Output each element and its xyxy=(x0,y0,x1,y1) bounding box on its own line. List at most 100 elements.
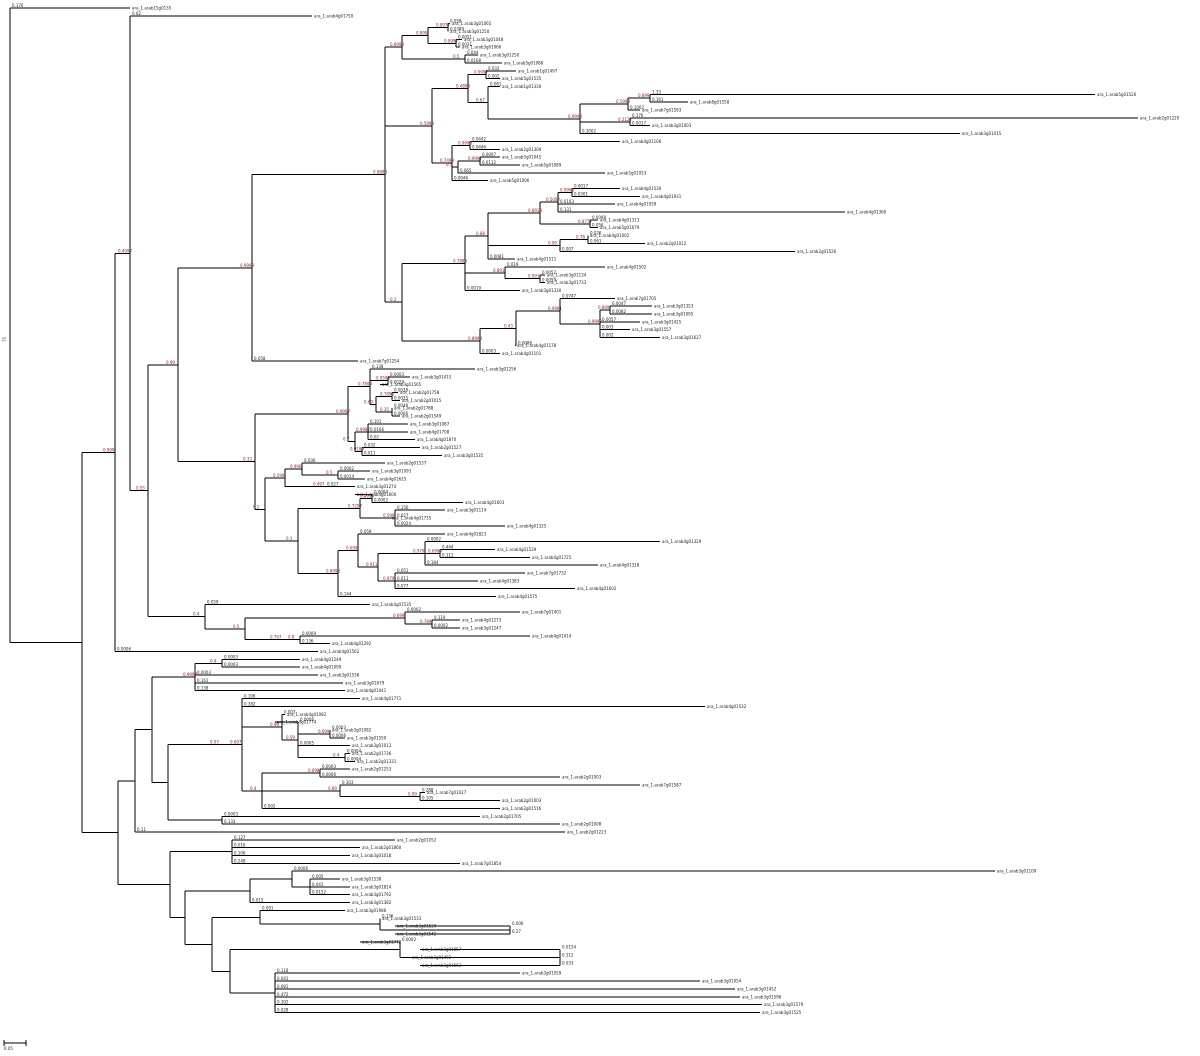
branch-length-label: 0.0003 xyxy=(197,670,211,675)
branch-length-label: 0.0057 xyxy=(602,317,616,322)
leaf-label: ara_1.arab3g01425 xyxy=(642,319,682,324)
leaf-label: ara_1.arab3g01015 xyxy=(962,131,1002,136)
branch-length-label: 0.041 xyxy=(312,882,324,887)
branch-length-label: 0.0059 xyxy=(542,278,556,283)
branch-length-label: 0.0003 xyxy=(224,811,238,816)
leaf-label: ara_1.arab3g01415 xyxy=(412,374,452,379)
branch-length-label: 0.0004 xyxy=(374,490,388,495)
leaf-label: ara_1.arab3g01093 xyxy=(372,469,412,474)
branch-length-label: 0.119 xyxy=(434,615,446,620)
leaf-label: ara_1.arab3g01557 xyxy=(632,327,672,332)
branch-length-label: 0.161 xyxy=(197,678,209,683)
branch-length-label: 0.3002 xyxy=(582,129,596,134)
support-value: 0.9993 xyxy=(360,494,374,499)
branch-length-label: 0.002 xyxy=(264,803,276,808)
leaf-label: ara_1.arab3g01095 xyxy=(654,312,694,317)
leaf-label: ara_1.arab2g01052 xyxy=(397,837,437,842)
leaf-label: ara_1.arab5g01535 xyxy=(502,76,542,81)
leaf-label: ara_1.arab2g01758 xyxy=(400,390,440,395)
leaf-label: ara_1.arab3g01114 xyxy=(447,508,487,513)
support-value: 0.4 xyxy=(210,658,217,663)
leaf-label: ara_1.arab7g01587 xyxy=(642,782,682,787)
support-value: 0.8977 xyxy=(436,23,450,28)
leaf-label: ara_1.arab1g01330 xyxy=(502,84,542,89)
support-value: 0.8999 xyxy=(390,42,404,47)
leaf-label: ara_1.arab4g01414 xyxy=(532,633,572,638)
branch-length-label: 0.011 xyxy=(364,450,376,455)
tree-branches xyxy=(9,7,1138,1013)
branch-length-label: 0.0019 xyxy=(467,286,481,291)
support-value: 0.55 xyxy=(136,486,145,491)
support-value: 0.8999 xyxy=(468,336,482,341)
support-value: 0.5 xyxy=(446,162,453,167)
support-value: 0.2 xyxy=(253,504,260,509)
branch-length-label: 0.0446 xyxy=(472,144,486,149)
leaf-label: ara_1.arab4g01249 xyxy=(302,657,342,662)
leaf-label: ara_1.arab2g01549 xyxy=(402,414,442,419)
branch-length-label: 0.248 xyxy=(234,858,246,863)
support-value: 0.797 xyxy=(270,635,282,640)
support-value: 0.9987 xyxy=(356,427,370,432)
leaf-label: ara_1.arab3g01250 xyxy=(450,29,490,34)
scale-bar-label: 0.05 xyxy=(4,1046,13,1051)
support-value: 0.89 xyxy=(328,786,337,791)
support-value: 0.4997 xyxy=(118,248,132,253)
leaf-label: ara_1.arab4g01562 xyxy=(320,649,360,654)
leaf-label: ara_1.arab4g01600 xyxy=(357,492,397,497)
support-value: 0.7297 xyxy=(348,503,362,508)
leaf-label: ara_1.arab4g01535 xyxy=(372,602,412,607)
branch-length-label: 0.003 xyxy=(602,325,614,330)
branch-length-label: 0.136 xyxy=(302,639,314,644)
leaf-label: ara_1.arab3g01814 xyxy=(352,884,392,889)
leaf-label: ara_1.arab4g01313 xyxy=(600,217,640,222)
branch-length-label: 0.005 xyxy=(312,874,324,879)
support-value: 0.7 xyxy=(343,437,350,442)
leaf-label: ara_1.arab3g01247 xyxy=(462,625,502,630)
leaf-label: ara_1.arab3g01627 xyxy=(662,335,702,340)
support-value: 0.7499 xyxy=(440,158,454,163)
branch-length-label: 0.0152 xyxy=(312,890,326,895)
branch-length-label: 0.106 xyxy=(234,851,246,856)
branch-length-label: 0.0442 xyxy=(472,136,486,141)
leaf-label: ara_1.arab2g01003 xyxy=(562,775,602,780)
branch-length-label: 0.303 xyxy=(342,780,354,785)
branch-length-label: 0.0082 xyxy=(612,309,626,314)
support-value: 0.6999 xyxy=(428,548,442,553)
support-value: 0.9599 xyxy=(376,376,390,381)
branch-length-label: 0.059 xyxy=(360,529,372,534)
branch-length-label: 0.0024 xyxy=(397,521,411,526)
support-value: 0.699 xyxy=(346,545,358,550)
branch-length-label: 0.156 xyxy=(397,505,409,510)
support-value: 0.78 xyxy=(576,235,585,240)
leaf-label: ara_1.arab3g01003 xyxy=(652,123,692,128)
leaf-label: ara_1.arab5g01526 xyxy=(1097,92,1137,97)
branch-length-label: 0.0006 xyxy=(117,647,131,652)
support-value: 0.7888 xyxy=(453,258,467,263)
leaf-label: ara_1.arab4g01106 xyxy=(622,139,662,144)
leaf-label: ara_1.arab2g01860 xyxy=(362,845,402,850)
leaf-label: ara_1.arab4g01383 xyxy=(480,578,520,583)
leaf-label: ara_1.arab4g01360 xyxy=(847,210,887,215)
support-value: 0.699 xyxy=(393,613,405,618)
branch-length-label: 0.0046 xyxy=(454,176,468,181)
branch-length-label: 0.0006 xyxy=(322,772,336,777)
leaf-label: ara_1.arab4g01041 xyxy=(347,688,387,693)
branch-length-label: 0.127 xyxy=(234,835,246,840)
branch-length-label: 0.006 xyxy=(512,921,524,926)
leaf-label: ara_1.arab4g01931 xyxy=(642,194,682,199)
leaf-label: ara_1.arab4g01502 xyxy=(607,265,647,270)
branch-length-label: 0.0086 xyxy=(518,340,532,345)
branch-length-label: 0.0002 xyxy=(374,497,388,502)
support-value: 0.697 xyxy=(230,740,242,745)
leaf-label: ara_1.arab2g01331 xyxy=(357,759,397,764)
branch-length-label: 1.33 xyxy=(652,89,661,94)
leaf-label: ara_1.arab3g01134 xyxy=(547,272,587,277)
leaf-label: ara_1.arab7g01401 xyxy=(522,610,562,615)
branch-length-label: 0.0014 xyxy=(340,474,354,479)
support-value: 0.599 xyxy=(383,513,395,518)
leaf-label: ara_1.arab4g01178 xyxy=(517,343,557,348)
leaf-label: ara_1.arab7g01705 xyxy=(617,296,657,301)
support-value: 0.899 xyxy=(416,31,428,36)
leaf-label: ara_1.arab4g01602 xyxy=(577,586,617,591)
